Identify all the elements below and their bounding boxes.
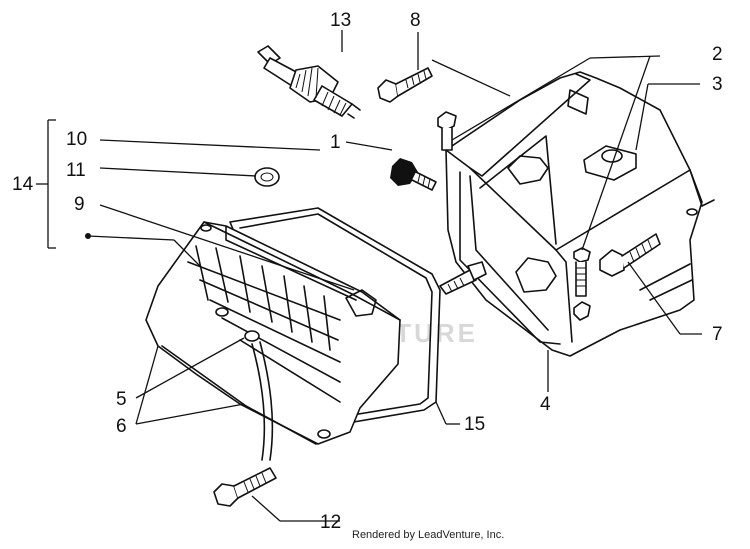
callout-5: 5: [116, 389, 127, 410]
bolt-8: [377, 67, 433, 103]
callout-9: 9: [74, 194, 85, 215]
screw-2-lower: [573, 301, 591, 321]
cylinder-head-housing: [445, 71, 715, 357]
gasket-ring-11: [254, 167, 280, 187]
callout-3: 3: [712, 74, 723, 95]
spark-plug: [257, 45, 361, 119]
callout-13: 13: [330, 10, 351, 31]
bolt-7: [599, 233, 661, 277]
callout-2: 2: [712, 44, 723, 65]
callout-10: 10: [66, 129, 87, 150]
bolt-12: [213, 467, 277, 507]
callout-11: 11: [66, 160, 86, 181]
callout-6: 6: [116, 416, 127, 437]
valve-cover: [145, 221, 401, 445]
breather-hose: [251, 341, 274, 461]
stud-bolt: [439, 261, 487, 295]
screw-2-bottom: [573, 247, 591, 297]
screw-1: [390, 158, 437, 191]
callout-8: 8: [410, 10, 421, 31]
callout-1: 1: [330, 132, 341, 153]
callout-4: 4: [540, 394, 551, 415]
callout-12: 12: [320, 512, 341, 533]
render-credit: Rendered by LeadVenture, Inc.: [352, 529, 504, 541]
callout-14: 14: [12, 174, 34, 195]
callout-labels: 13 8 2 3 1 10 11 14 9 7 5 4 6 15 12: [12, 10, 723, 533]
leader-lines: [36, 30, 702, 522]
callout-15: 15: [464, 414, 485, 435]
screw-2-top: [437, 111, 457, 151]
callout-7: 7: [712, 324, 723, 345]
